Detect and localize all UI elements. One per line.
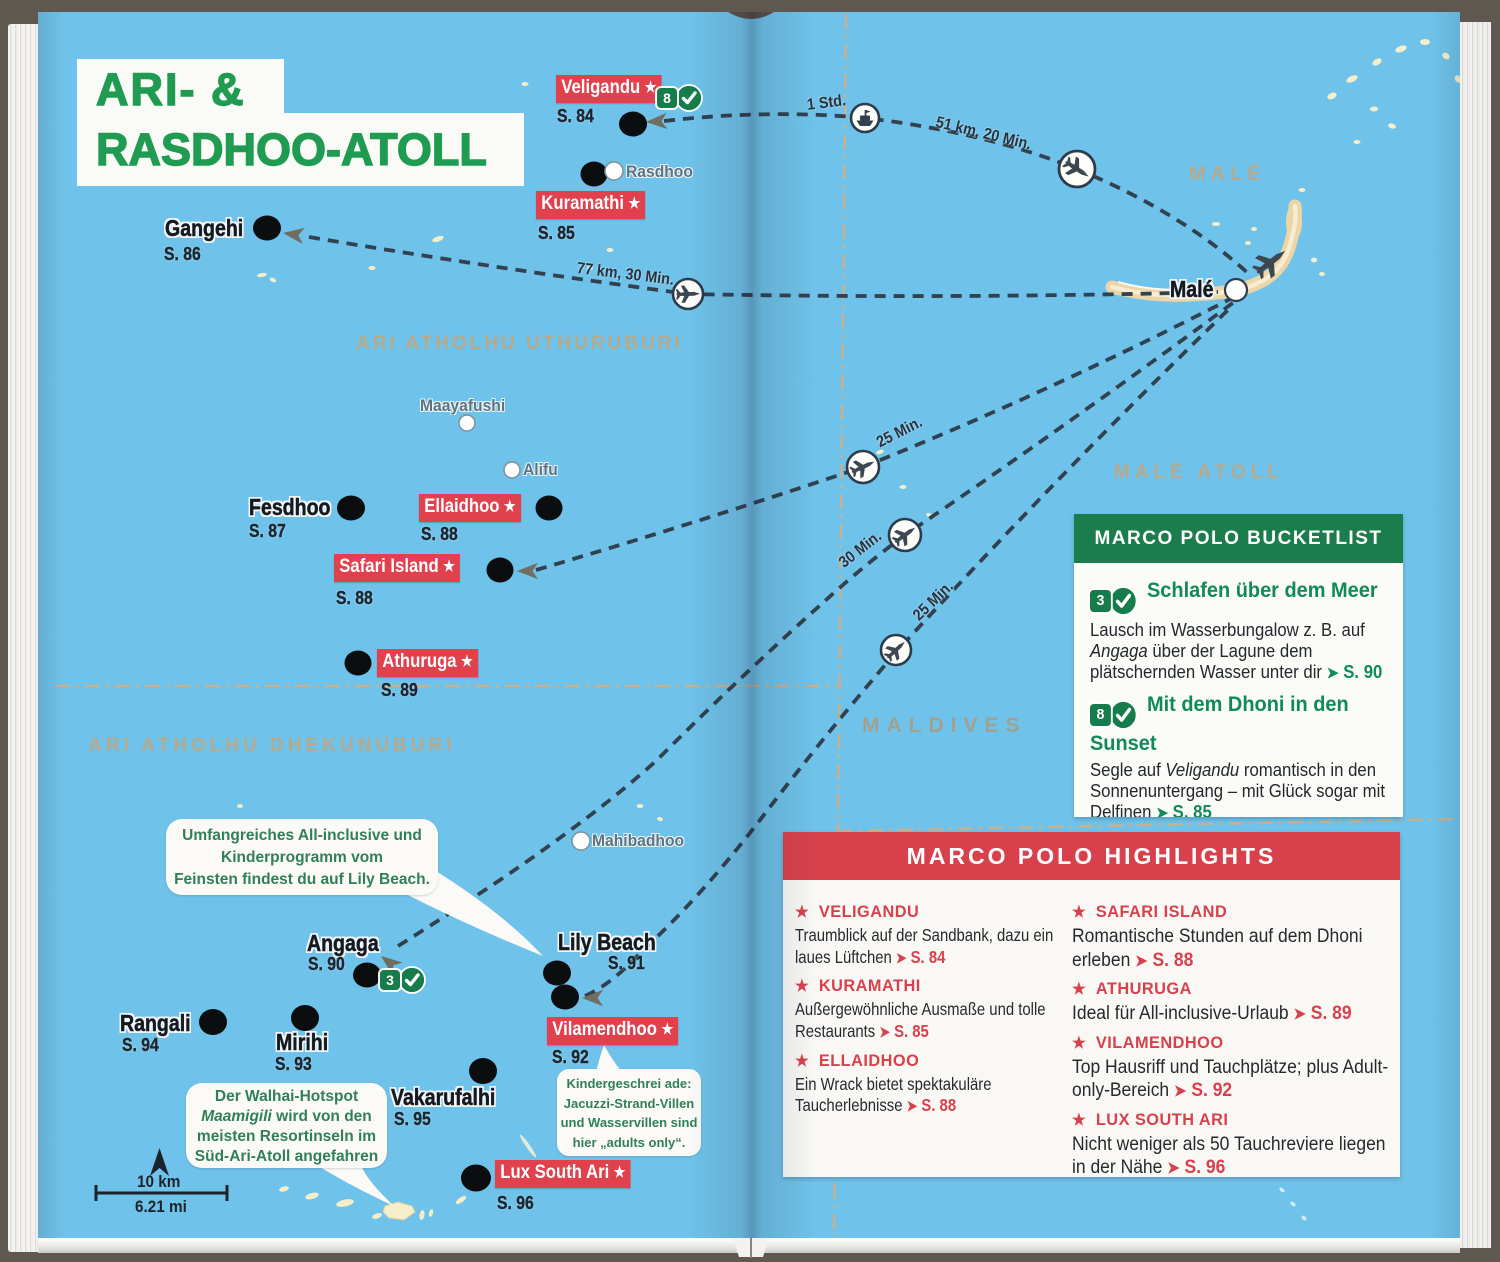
bucketlist-item-1-text: Lausch im Wasserbungalow z. B. auf Angag… [1090, 620, 1383, 683]
check-icon [675, 84, 703, 112]
island-label-fesdhoo: Fesdhoo [249, 494, 331, 521]
resort-label-athuruga: Athuruga★ [377, 649, 479, 677]
bucketlist-header: MARCO POLO BUCKETLIST [1074, 514, 1403, 563]
star-icon: ★ [628, 195, 641, 212]
speech-bubble-adults-only: Kindergeschrei ade: Jacuzzi-Strand-Ville… [557, 1069, 701, 1156]
page-bottom-edge [38, 1238, 1460, 1253]
page-ref-ellaidhoo: S. 88 [421, 523, 458, 544]
highlights-right-column: ★SAFARI ISLAND Romantische Stunden auf d… [1072, 902, 1394, 1187]
ref-arrow-icon: ➤ [1156, 805, 1169, 817]
star-icon: ★ [795, 904, 810, 921]
city-label-male: Malé [1170, 276, 1214, 303]
island-label-rangali: Rangali [120, 1010, 191, 1037]
scale-mi-label: 6.21 mi [135, 1197, 187, 1216]
resort-label-lux-south-ari: Lux South Ari★ [495, 1160, 631, 1188]
bucketlist-item-2-text: Segle auf Veligandu romantisch in den So… [1090, 760, 1394, 817]
island-label-angaga: Angaga [307, 930, 379, 957]
ref-arrow-icon: ➤ [1326, 665, 1339, 683]
page-ref-veligandu: S. 84 [557, 105, 594, 126]
island-label-gangehi: Gangehi [165, 215, 244, 242]
star-icon: ★ [1072, 904, 1087, 921]
bucketlist-item-1-title: 3 Schlafen über dem Meer [1090, 578, 1392, 617]
resort-label-ellaidhoo: Ellaidhoo★ [419, 494, 522, 522]
island-label-mirihi: Mirihi [276, 1029, 329, 1056]
region-label-ari-dhekunuburi: ARI ATHOLHU DHEKUNUBURI [88, 735, 456, 756]
page-stack-left [8, 24, 38, 1252]
ref-arrow-icon: ➤ [879, 1025, 890, 1042]
resort-label-safari-island: Safari Island★ [334, 554, 461, 582]
highlights-panel: MARCO POLO HIGHLIGHTS ★VELIGANDU Traumbl… [783, 832, 1400, 1178]
check-icon [1109, 586, 1138, 616]
ref-arrow-icon: ➤ [1174, 1082, 1187, 1101]
star-icon: ★ [795, 978, 810, 996]
star-icon: ★ [1072, 1034, 1087, 1052]
resort-label-vilamendhoo: Vilamendhoo★ [547, 1017, 679, 1045]
map-title-box-1 [77, 59, 284, 113]
star-icon: ★ [443, 558, 455, 575]
highlight-entry-vilamendhoo: ★VILAMENDHOO Top Hausriff und Tauchplätz… [1072, 1032, 1389, 1102]
page-ref-lily-beach: S. 91 [608, 952, 645, 973]
page-ref-rangali: S. 94 [122, 1034, 159, 1055]
page-ref-vakarufalhi: S. 95 [394, 1108, 431, 1129]
region-label-male-atoll: MALÉ ATOLL [1114, 462, 1284, 483]
page-ref-athuruga: S. 89 [381, 679, 418, 700]
page-ref-mirihi: S. 93 [275, 1053, 312, 1074]
place-label-maayafushi: Maayafushi [420, 396, 506, 415]
map-title-line-2: RASDHOO-ATOLL [95, 123, 487, 175]
place-label-rasdhoo: Rasdhoo [626, 162, 693, 181]
highlight-entry-veligandu: ★VELIGANDU Traumblick auf der Sandbank, … [795, 902, 1054, 967]
map-title-box-2 [77, 113, 524, 186]
region-label-maldives: MALDIVES [862, 714, 1027, 737]
ref-arrow-icon: ➤ [1293, 1005, 1306, 1024]
ref-arrow-icon: ➤ [906, 1099, 918, 1116]
check-icon [1109, 700, 1138, 731]
resort-label-kuramathi: Kuramathi★ [536, 191, 646, 219]
highlight-entry-lux-south-ari: ★LUX SOUTH ARI Nicht weniger als 50 Tauc… [1072, 1109, 1386, 1179]
ref-arrow-icon: ➤ [1135, 951, 1148, 970]
highlight-entry-ellaidhoo: ★ELLAIDHOO Ein Wrack bietet spektakuläre… [795, 1050, 992, 1116]
speech-bubble-walhai: Der Walhai-Hotspot Maamigili wird von de… [186, 1083, 387, 1168]
map-title-line-1: ARI- & [95, 63, 246, 115]
highlights-header: MARCO POLO HIGHLIGHTS [783, 832, 1400, 880]
bucketlist-badge-3: 3 [1090, 585, 1138, 617]
ref-arrow-icon: ➤ [895, 950, 907, 967]
speech-bubble-lily-beach: Umfangreiches All-inclusive und Kinderpr… [166, 819, 438, 895]
page-ref-kuramathi: S. 85 [538, 222, 575, 243]
highlight-entry-athuruga: ★ATHURUGA Ideal für All-inclusive-Urlaub… [1072, 979, 1352, 1025]
star-icon: ★ [613, 1164, 626, 1181]
highlights-left-column: ★VELIGANDU Traumblick auf der Sandbank, … [795, 902, 1067, 1125]
region-label-ari-uthuruburi: ARI ATHOLHU UTHURUBURI [356, 333, 683, 354]
star-icon: ★ [503, 498, 516, 515]
star-icon: ★ [1072, 981, 1087, 999]
place-label-alifu: Alifu [523, 460, 558, 479]
highlight-entry-kuramathi: ★KURAMATHI Außergewöhnliche Ausmaße und … [795, 976, 1046, 1042]
resort-label-veligandu: Veligandu★ [556, 75, 662, 103]
page-ref-lux-south-ari: S. 96 [497, 1192, 534, 1213]
star-icon: ★ [661, 1021, 674, 1038]
bucketlist-panel: MARCO POLO BUCKETLIST 3 Schlafen über de… [1074, 514, 1403, 817]
page-ref-safari-island: S. 88 [336, 587, 373, 608]
highlight-entry-safari-island: ★SAFARI ISLAND Romantische Stunden auf d… [1072, 902, 1363, 971]
star-icon: ★ [1072, 1111, 1087, 1129]
page-ref-angaga: S. 90 [308, 953, 345, 974]
scale-km-label: 10 km [137, 1172, 181, 1191]
page-ref-vilamendhoo: S. 92 [552, 1046, 589, 1067]
bucketlist-badge-veligandu: 8 [657, 84, 704, 112]
page-stack-right [1460, 22, 1491, 1248]
region-label-male: MALÉ [1189, 163, 1266, 185]
bucketlist-badge-angaga: 3 [380, 966, 427, 994]
bucketlist-item-2-title: 8 Mit dem Dhoni in den Sunset [1090, 693, 1349, 756]
star-icon: ★ [460, 653, 473, 670]
check-icon [398, 966, 426, 994]
page-ref-fesdhoo: S. 87 [249, 520, 286, 541]
ref-arrow-icon: ➤ [1167, 1159, 1180, 1178]
page-ref-gangehi: S. 86 [164, 243, 201, 264]
island-label-vakarufalhi: Vakarufalhi [391, 1084, 496, 1111]
bucketlist-badge-8: 8 [1090, 699, 1138, 731]
star-icon: ★ [644, 79, 657, 96]
island-label-lily-beach: Lily Beach [558, 929, 656, 956]
star-icon: ★ [795, 1052, 810, 1070]
place-label-mahibadhoo: Mahibadhoo [592, 831, 685, 850]
